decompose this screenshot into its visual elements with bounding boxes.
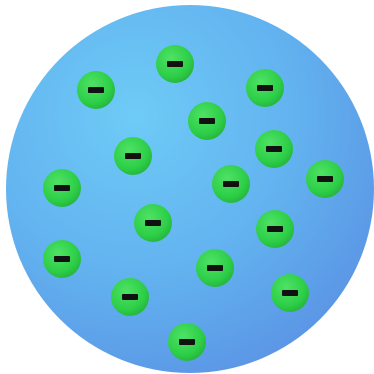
electron-12	[43, 240, 81, 278]
electron-2	[77, 71, 115, 109]
electron-14	[111, 278, 149, 316]
minus-sign-icon	[125, 153, 141, 159]
minus-sign-icon	[179, 339, 195, 345]
minus-sign-icon	[122, 294, 138, 300]
minus-sign-icon	[54, 185, 70, 191]
electron-10	[134, 204, 172, 242]
minus-sign-icon	[282, 290, 298, 296]
electron-4	[188, 102, 226, 140]
electron-16	[168, 323, 206, 361]
minus-sign-icon	[88, 87, 104, 93]
electron-5	[255, 130, 293, 168]
electron-9	[306, 160, 344, 198]
minus-sign-icon	[257, 85, 273, 91]
minus-sign-icon	[145, 220, 161, 226]
electron-13	[196, 249, 234, 287]
minus-sign-icon	[317, 176, 333, 182]
minus-sign-icon	[207, 265, 223, 271]
electron-6	[114, 137, 152, 175]
electron-15	[271, 274, 309, 312]
minus-sign-icon	[54, 256, 70, 262]
minus-sign-icon	[266, 146, 282, 152]
minus-sign-icon	[223, 181, 239, 187]
minus-sign-icon	[167, 61, 183, 67]
electron-11	[256, 210, 294, 248]
minus-sign-icon	[199, 118, 215, 124]
electron-7	[43, 169, 81, 207]
electron-8	[212, 165, 250, 203]
electron-3	[246, 69, 284, 107]
electron-1	[156, 45, 194, 83]
minus-sign-icon	[267, 226, 283, 232]
